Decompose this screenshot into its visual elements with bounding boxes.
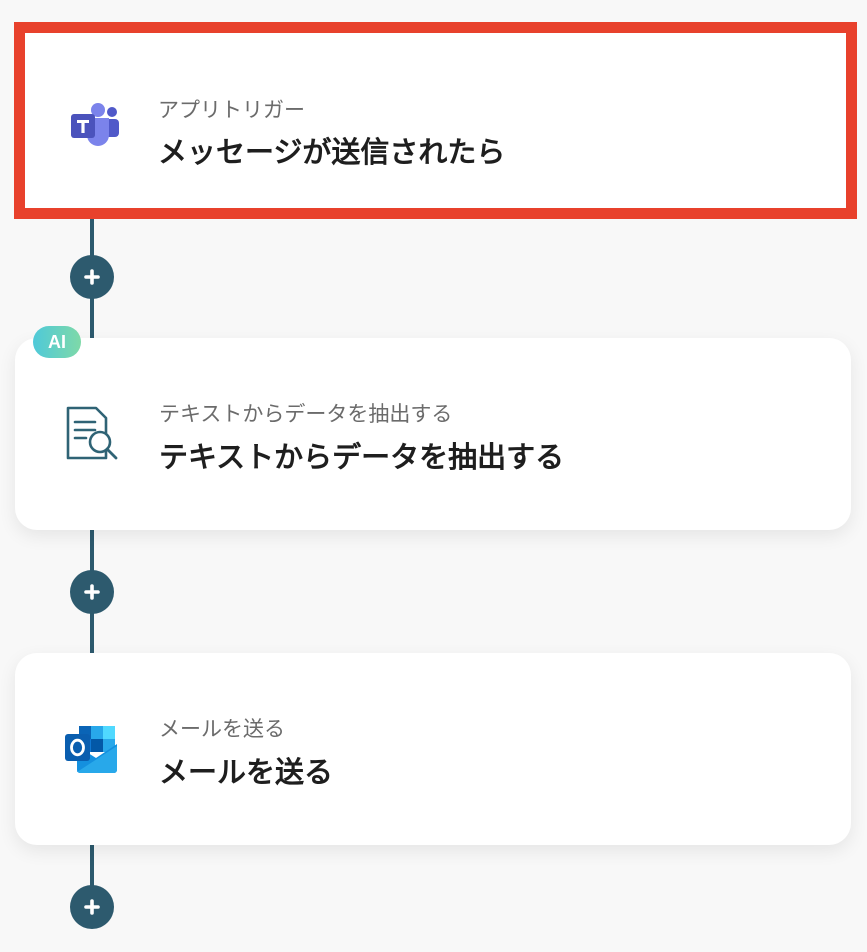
step-card-trigger[interactable]: アプリトリガー メッセージが送信されたら xyxy=(14,22,857,219)
microsoft-teams-icon xyxy=(65,96,125,156)
plus-icon xyxy=(84,269,100,285)
add-step-button[interactable] xyxy=(70,255,114,299)
step-card-extract[interactable]: AI テキストからデータを抽出する テキストからデータを抽出する xyxy=(15,326,851,530)
step-title: テキストからデータを抽出する xyxy=(159,440,565,474)
step-app-label: メールを送る xyxy=(159,717,285,741)
add-step-button[interactable] xyxy=(70,885,114,929)
connector-line xyxy=(90,845,94,905)
step-card-send-mail[interactable]: メールを送る メールを送る xyxy=(15,653,851,845)
document-search-icon xyxy=(60,400,124,468)
ai-badge: AI xyxy=(33,326,81,358)
step-app-label: テキストからデータを抽出する xyxy=(159,402,453,426)
plus-icon xyxy=(84,584,100,600)
plus-icon xyxy=(84,899,100,915)
step-title: メッセージが送信されたら xyxy=(158,135,506,169)
step-app-label: アプリトリガー xyxy=(158,98,305,122)
add-step-button[interactable] xyxy=(70,570,114,614)
microsoft-outlook-icon xyxy=(61,719,121,779)
step-title: メールを送る xyxy=(159,755,334,789)
